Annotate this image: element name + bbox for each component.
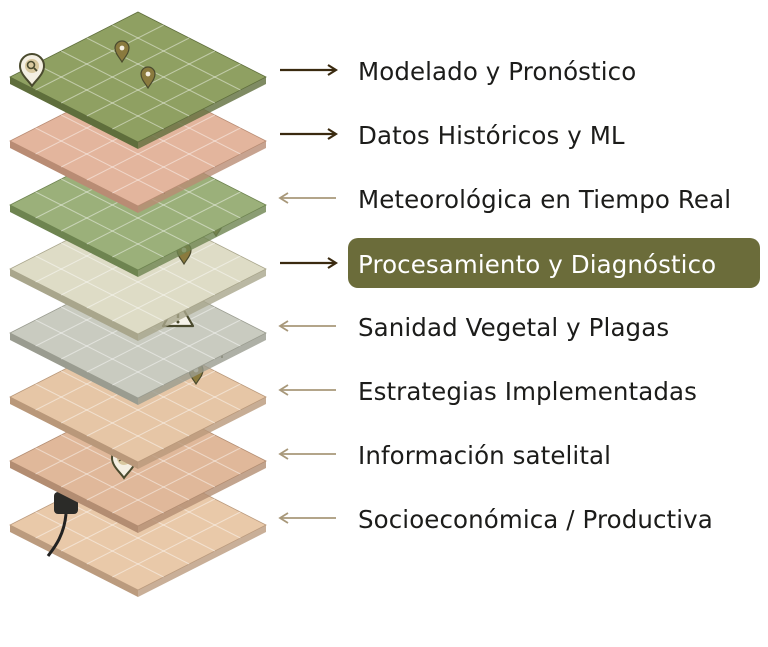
layer-side-right [138,397,266,469]
layer-side-left [10,525,138,597]
arrow-right-icon [280,64,338,76]
layer-side-right [138,461,266,533]
layer-top-face [9,11,267,143]
layer-label: Información satelital [358,441,612,470]
layer-label: Sanidad Vegetal y Plagas [358,313,670,342]
layer-side-left [10,333,138,405]
magnifier-pin-icon [18,53,46,88]
layer-1 [9,11,267,149]
arrow-left-icon [278,448,336,460]
layer-label: Socioeconómica / Productiva [358,505,713,534]
map-pin-icon [114,40,130,64]
layer-row-5: Sanidad Vegetal y Plagas [270,306,768,346]
layer-side-left [10,141,138,213]
layer-side-right [138,525,266,597]
layer-row-3: Meteorológica en Tiempo Real [270,178,768,218]
arrow-left-icon [278,384,336,396]
layer-side-right [138,205,266,277]
layer-side-left [10,397,138,469]
layer-side-right [138,77,266,149]
layer-stack-illustration [9,11,267,597]
layer-side-left [10,269,138,341]
layer-side-right [138,269,266,341]
layer-side-left [10,205,138,277]
layer-row-4: Procesamiento y Diagnóstico [270,238,768,288]
arrow-right-icon [280,128,338,140]
layer-label: Datos Históricos y ML [358,121,625,150]
layer-side-left [10,461,138,533]
layer-side-right [138,141,266,213]
layer-row-8: Socioeconómica / Productiva [270,498,768,538]
arrow-left-icon [278,512,336,524]
layer-row-1: Modelado y Pronóstico [270,50,768,90]
layer-label: Meteorológica en Tiempo Real [358,185,732,214]
layer-side-right [138,333,266,405]
arrow-left-icon [278,192,336,204]
layer-label: Modelado y Pronóstico [358,57,637,86]
layer-label: Estrategias Implementadas [358,377,697,406]
active-layer-highlight [348,238,760,288]
layer-row-2: Datos Históricos y ML [270,114,768,154]
layer-label: Procesamiento y Diagnóstico [358,250,717,279]
arrow-right-icon [280,257,338,269]
map-pin-icon [140,66,156,90]
layer-row-6: Estrategias Implementadas [270,370,768,410]
arrow-left-icon [278,320,336,332]
layer-row-7: Información satelital [270,434,768,474]
layer-side-left [10,77,138,149]
